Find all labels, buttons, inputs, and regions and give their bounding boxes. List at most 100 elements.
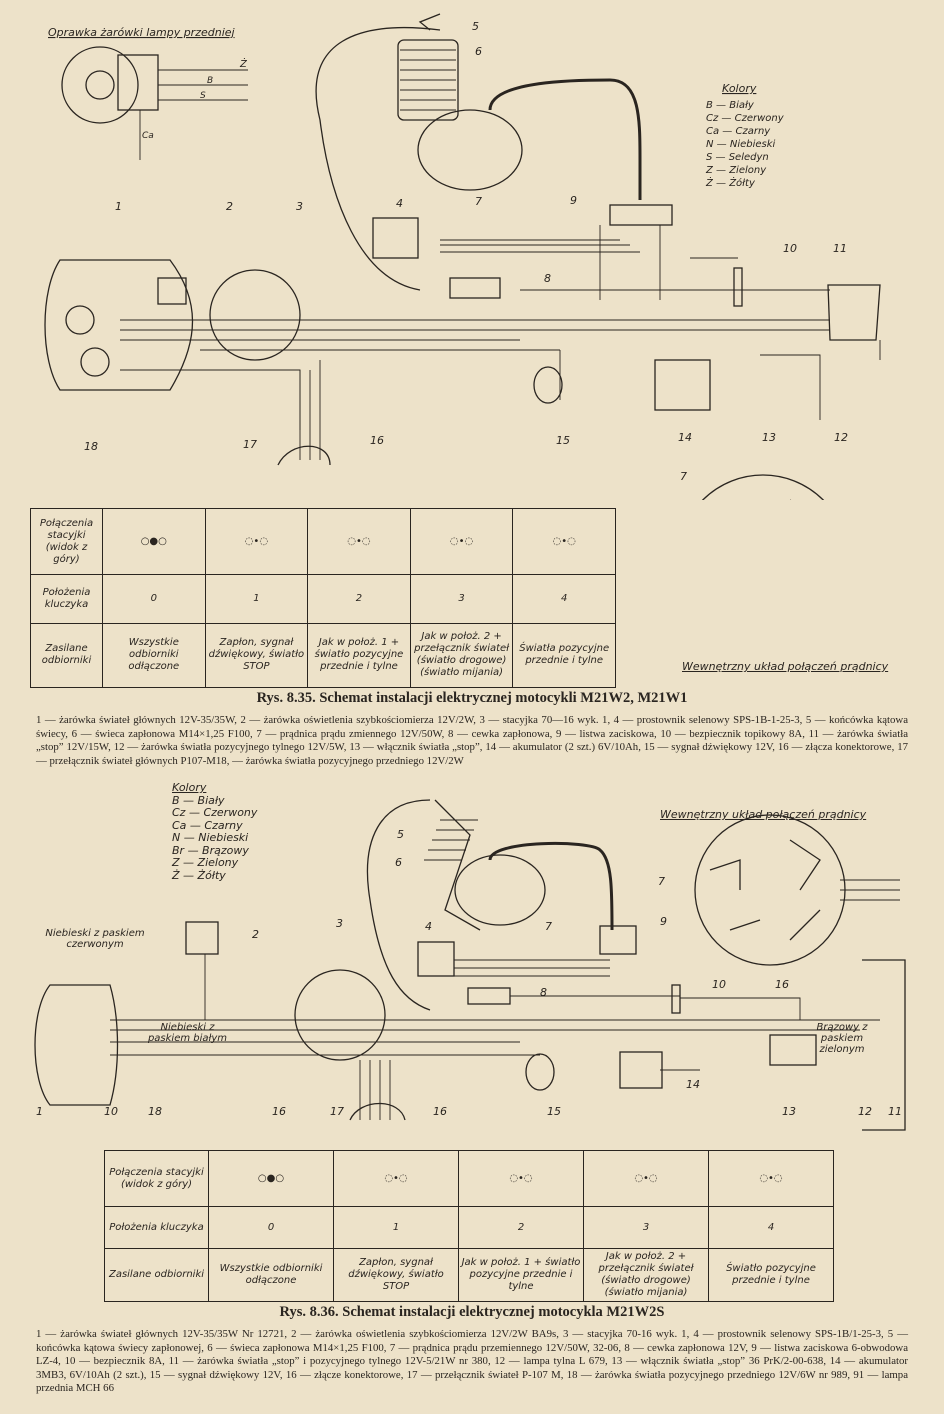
- svg-text:11: 11: [888, 1105, 902, 1118]
- receivers-pos0: Wszystkie odbiorniki odłączone: [208, 1248, 334, 1302]
- svg-text:8: 8: [544, 272, 551, 285]
- figure-legend-8-35: 1 — żarówka świateł głównych 12V-35/35W,…: [36, 714, 908, 767]
- svg-text:Cz — Czerwony: Cz — Czerwony: [706, 113, 785, 124]
- receivers-pos2: Jak w położ. 1 + światło pozycyjne przed…: [458, 1248, 584, 1302]
- figure-caption-8-35: Rys. 8.35. Schemat instalacji elektryczn…: [256, 690, 688, 706]
- svg-text:5: 5: [397, 828, 404, 841]
- svg-text:18: 18: [84, 440, 98, 453]
- svg-text:18: 18: [148, 1105, 162, 1118]
- switch-diagram-pos0: ○●○: [208, 1150, 334, 1207]
- svg-text:5: 5: [472, 20, 479, 33]
- svg-text:12: 12: [858, 1105, 872, 1118]
- svg-text:17: 17: [243, 438, 257, 451]
- svg-text:Ż — Żółty: Ż — Żółty: [705, 176, 756, 189]
- key-position-4: 4: [512, 574, 616, 624]
- svg-text:17: 17: [330, 1105, 344, 1118]
- lamp-socket-title: Oprawka żarówki lampy przedniej: [48, 26, 236, 39]
- key-position-1: 1: [333, 1206, 459, 1249]
- switch-diagram-pos3: ◌•◌: [409, 507, 514, 576]
- svg-text:9: 9: [570, 194, 577, 207]
- svg-text:15: 15: [547, 1105, 561, 1118]
- svg-text:10: 10: [783, 242, 797, 255]
- switch-diagram-pos1: ◌•◌: [204, 507, 309, 576]
- row-label-key-positions: Położenia kluczyka: [30, 574, 103, 624]
- switch-diagram-pos3: ◌•◌: [583, 1150, 709, 1207]
- lamp-socket-detail: Ż BS Ca: [61, 46, 248, 160]
- key-position-2: 2: [458, 1206, 584, 1249]
- svg-text:9: 9: [660, 915, 667, 928]
- svg-text:4: 4: [425, 920, 432, 933]
- row-label-connections: Połączenia stacyjki (widok z góry): [104, 1150, 209, 1207]
- ignition-key-table-1: Połączenia stacyjki (widok z góry) ○●○ ◌…: [30, 507, 616, 689]
- svg-text:4: 4: [396, 197, 403, 210]
- alternator-inner-diagram-1: 7: [680, 470, 825, 500]
- colors-key-2: Kolory B — Biały Cz — Czerwony Ca — Czar…: [172, 781, 258, 882]
- key-position-4: 4: [708, 1206, 834, 1249]
- svg-text:10: 10: [712, 978, 726, 991]
- receivers-pos2: Jak w położ. 1 + światło pozycyjne przed…: [307, 622, 411, 689]
- svg-text:8: 8: [540, 986, 547, 999]
- svg-text:7: 7: [475, 195, 482, 208]
- colors-key-1: Kolory B — Biały Cz — Czerwony Ca — Czar…: [705, 82, 785, 189]
- engine-alternator-2: 5 6 7 9: [366, 799, 667, 1011]
- label-blue-white-stripe: Niebieski z paskiem białym: [147, 1022, 228, 1044]
- key-position-0: 0: [102, 574, 206, 624]
- svg-text:10: 10: [104, 1105, 118, 1118]
- key-position-3: 3: [583, 1206, 709, 1249]
- row-label-key-positions: Położenia kluczyka: [104, 1206, 209, 1249]
- switch-diagram-pos2: ◌•◌: [458, 1150, 584, 1207]
- svg-text:N — Niebieski: N — Niebieski: [706, 139, 776, 150]
- receivers-pos3: Jak w położ. 2 + przełącznik świateł (św…: [409, 622, 514, 689]
- svg-text:2: 2: [252, 928, 259, 941]
- receivers-pos1: Zapłon, sygnał dźwiękowy, światło STOP: [204, 622, 309, 689]
- svg-text:B: B: [207, 76, 213, 86]
- receivers-pos0: Wszystkie odbiorniki odłączone: [102, 622, 206, 689]
- svg-text:Ca — Czarny: Ca — Czarny: [706, 126, 771, 137]
- row-label-connections: Połączenia stacyjki (widok z góry): [30, 507, 103, 576]
- ignition-key-table-2: Połączenia stacyjki (widok z góry) ○●○ ◌…: [104, 1150, 834, 1302]
- svg-text:14: 14: [678, 431, 692, 444]
- label-brown-green-stripe: Brązowy z paskiem zielonym: [816, 1022, 868, 1055]
- svg-text:S — Seledyn: S — Seledyn: [706, 152, 769, 163]
- switch-diagram-pos2: ◌•◌: [307, 507, 411, 576]
- svg-text:12: 12: [834, 431, 848, 444]
- svg-text:7: 7: [658, 875, 665, 888]
- svg-text:3: 3: [336, 917, 343, 930]
- svg-text:14: 14: [686, 1078, 700, 1091]
- receivers-pos4: Światło pozycyjne przednie i tylne: [708, 1248, 834, 1302]
- inner-alternator-title-1: Wewnętrzny układ połączeń prądnicy: [682, 660, 889, 673]
- svg-text:Z — Zielony: Z — Zielony: [705, 165, 767, 176]
- key-position-0: 0: [208, 1206, 334, 1249]
- svg-text:16: 16: [775, 978, 789, 991]
- svg-text:B — Biały: B — Biały: [706, 100, 755, 111]
- engine-alternator-1: [315, 13, 642, 291]
- svg-text:3: 3: [296, 200, 303, 213]
- svg-text:Ż: Ż: [239, 57, 248, 70]
- key-position-3: 3: [409, 574, 514, 624]
- alternator-inner-diagram-2: 7: [658, 814, 900, 966]
- svg-text:6: 6: [395, 856, 402, 869]
- svg-text:13: 13: [762, 431, 776, 444]
- svg-text:13: 13: [782, 1105, 796, 1118]
- svg-text:2: 2: [226, 200, 233, 213]
- svg-text:Ca: Ca: [142, 131, 154, 141]
- svg-text:16: 16: [272, 1105, 286, 1118]
- switch-diagram-pos0: ○●○: [102, 507, 206, 576]
- svg-text:1: 1: [115, 200, 122, 213]
- svg-text:7: 7: [680, 470, 687, 483]
- svg-text:1: 1: [36, 1105, 43, 1118]
- key-position-2: 2: [307, 574, 411, 624]
- svg-text:S: S: [200, 91, 206, 101]
- svg-text:6: 6: [475, 45, 482, 58]
- figure-legend-8-36: 1 — żarówka świateł głównych 12V-35/35W …: [36, 1328, 908, 1394]
- wiring-diagram-1: Oprawka żarówki lampy przedniej Ż BS Ca K…: [44, 13, 881, 500]
- svg-text:11: 11: [833, 242, 847, 255]
- row-label-receivers: Zasilane odbiorniki: [104, 1248, 209, 1302]
- receivers-pos1: Zapłon, sygnał dźwiękowy, światło STOP: [333, 1248, 459, 1302]
- switch-diagram-pos1: ◌•◌: [333, 1150, 459, 1207]
- switch-diagram-pos4: ◌•◌: [708, 1150, 834, 1207]
- svg-text:7: 7: [545, 920, 552, 933]
- label-blue-red-stripe: Niebieski z paskiem czerwonym: [45, 928, 145, 950]
